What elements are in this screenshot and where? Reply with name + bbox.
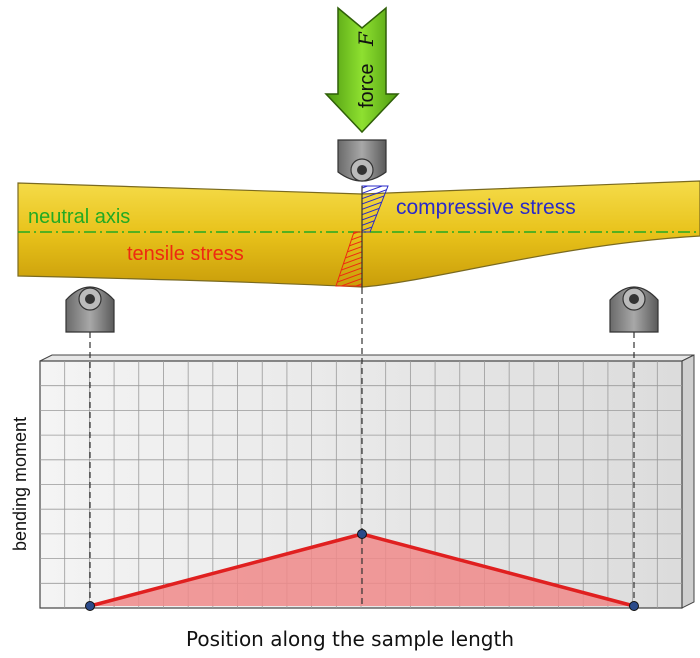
- moment-points: [85, 529, 639, 611]
- moment-point: [85, 601, 95, 611]
- neutral-axis-label: neutral axis: [28, 206, 130, 228]
- plot-side: [681, 354, 695, 609]
- loading-roller: [337, 139, 387, 182]
- plot-depth: [39, 354, 695, 362]
- moment-plot: [39, 354, 695, 609]
- moment-point: [357, 529, 367, 539]
- y-axis-label: bending moment: [10, 417, 30, 551]
- compressive-stress-label: compressive stress: [396, 196, 576, 219]
- moment-point: [629, 601, 639, 611]
- left-support: [65, 286, 115, 333]
- right-support: [609, 286, 659, 333]
- x-axis-label: Position along the sample length: [185, 627, 514, 651]
- force-label: force: [356, 64, 378, 108]
- force-symbol: F: [354, 31, 378, 47]
- tensile-stress-label: tensile stress: [127, 243, 244, 265]
- force-arrow: force F: [324, 6, 400, 134]
- plot-grid: [40, 361, 682, 608]
